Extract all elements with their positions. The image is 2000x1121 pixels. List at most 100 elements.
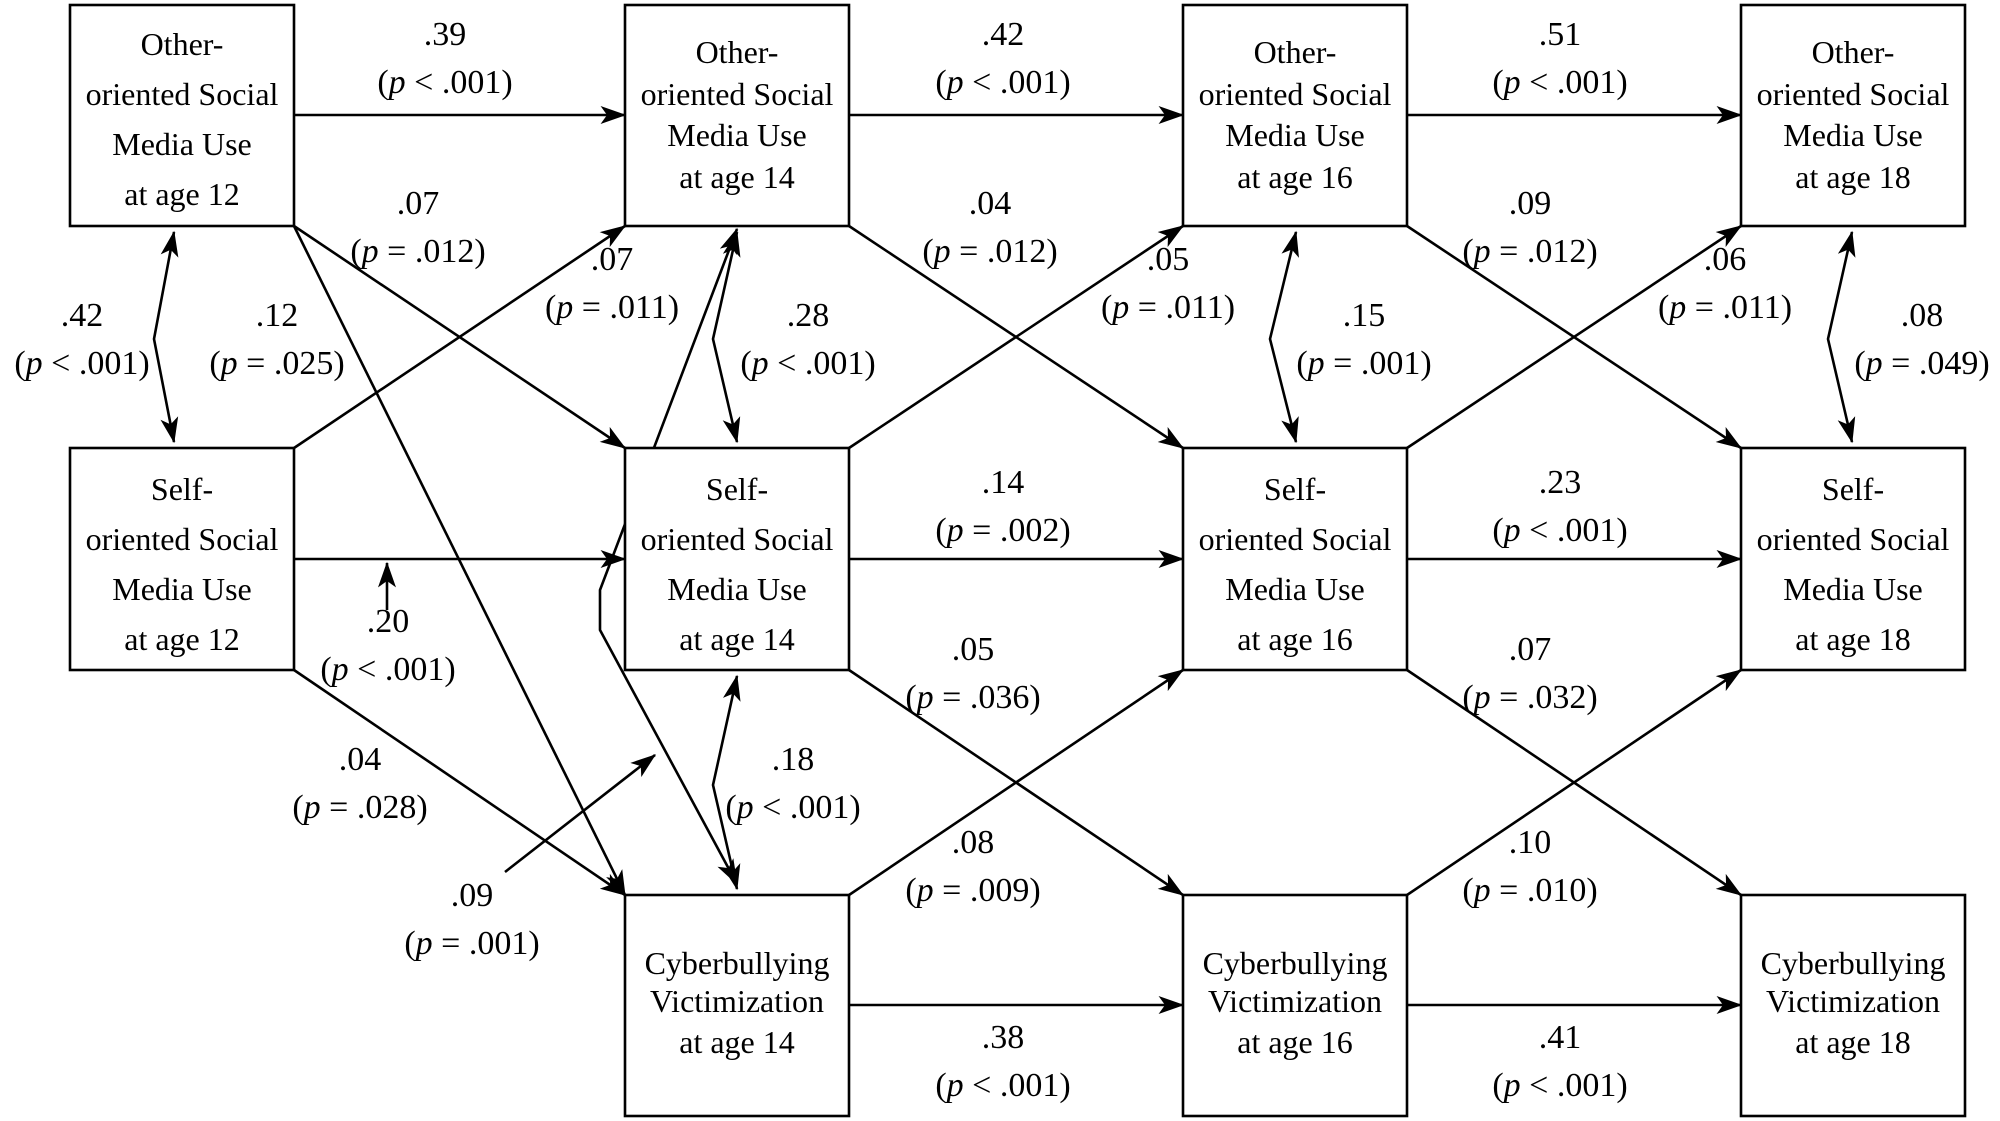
p-symbol: p: [414, 925, 433, 962]
p-value: = .011): [573, 289, 679, 326]
svg-text:(p = .049): (p = .049): [1854, 345, 1989, 382]
node-line: Victimization: [1766, 983, 1940, 1019]
p-value: = .012): [951, 233, 1058, 270]
p-symbol: p: [1472, 872, 1491, 909]
node-cyberbullying-age14: Cyberbullying Victimization at age 14: [623, 893, 851, 1118]
node-other-oriented-age18: Other- oriented Social Media Use at age …: [1739, 3, 1967, 228]
coef-value: .08: [952, 824, 995, 861]
svg-text:(p < .001): (p < .001): [377, 64, 512, 101]
node-line: Media Use: [667, 571, 807, 607]
svg-text:Self-: Self-: [151, 471, 213, 507]
node-line: oriented Social: [1199, 76, 1392, 112]
path-cyber16-self18: [1406, 668, 1743, 897]
node-line: oriented Social: [86, 76, 279, 112]
svg-text:(p = .012): (p = .012): [1462, 233, 1597, 270]
svg-text:at age 18: at age 18: [1795, 159, 1911, 195]
svg-text:(p = .036): (p = .036): [905, 679, 1040, 716]
node-line: Cyberbullying: [645, 945, 830, 981]
p-value: = .001): [1325, 345, 1432, 382]
label-cyber14-self16: .08 (p = .009): [905, 824, 1040, 909]
coef-value: .04: [969, 185, 1012, 222]
p-value: = .012): [379, 233, 486, 270]
svg-text:Other-: Other-: [696, 34, 779, 70]
coef-value: .07: [397, 185, 440, 222]
p-value: = .049): [1883, 345, 1990, 382]
svg-text:(p = .009): (p = .009): [905, 872, 1040, 909]
cov-self14-cyber14: [711, 674, 741, 891]
node-line: oriented Social: [1757, 521, 1950, 557]
svg-text:Victimization: Victimization: [650, 983, 824, 1019]
coef-value: .05: [1147, 241, 1190, 278]
path-other12-cyber14: [292, 225, 627, 897]
coef-value: .39: [424, 16, 467, 53]
p-value: = .011): [1129, 289, 1235, 326]
path-self16-other18: [1406, 224, 1743, 450]
label-self14-other16: .05 (p = .011): [1101, 241, 1235, 326]
svg-text:Self-: Self-: [706, 471, 768, 507]
svg-text:(p < .001): (p < .001): [1492, 64, 1627, 101]
svg-text:oriented Social: oriented Social: [86, 76, 279, 112]
p-value: < .001): [964, 64, 1071, 101]
path-cyber14-self16: [848, 668, 1185, 897]
coef-value: .38: [982, 1019, 1025, 1056]
node-line: at age 18: [1795, 621, 1911, 657]
node-line: Cyberbullying: [1203, 945, 1388, 981]
label-cov-other16-self16: .15 (p = .001): [1296, 297, 1431, 382]
node-line: Media Use: [1225, 571, 1365, 607]
coef-value: .18: [772, 741, 815, 778]
path-self14-other16: [848, 224, 1185, 450]
p-symbol: p: [1472, 679, 1491, 716]
node-line: Media Use: [667, 117, 807, 153]
p-symbol: p: [945, 64, 964, 101]
label-cyber14-other14: .09 (p = .001): [404, 877, 539, 962]
label-cov-other12-self12: .42 (p < .001): [14, 297, 149, 382]
label-cov-self14-cyber14: .18 (p < .001): [725, 741, 860, 826]
label-self16-cyber18: .07 (p = .032): [1462, 631, 1597, 716]
node-line: oriented Social: [86, 521, 279, 557]
coef-value: .15: [1343, 297, 1386, 334]
coef-value: .09: [1509, 185, 1552, 222]
node-other-oriented-age12: Other- oriented Social Media Use at age …: [68, 3, 296, 228]
node-line: oriented Social: [641, 76, 834, 112]
svg-text:(p = .011): (p = .011): [545, 289, 679, 326]
p-symbol: p: [945, 1067, 964, 1104]
svg-text:Media Use: Media Use: [1783, 571, 1923, 607]
node-line: oriented Social: [641, 521, 834, 557]
label-other16-other18: .51 (p < .001): [1492, 16, 1627, 101]
label-other12-cyber14: .12 (p = .025): [209, 297, 344, 382]
label-other12-other14: .39 (p < .001): [377, 16, 512, 101]
label-self14-self16: .14 (p = .002): [935, 464, 1070, 549]
coef-value: .10: [1509, 824, 1552, 861]
label-cyber16-self18: .10 (p = .010): [1462, 824, 1597, 909]
node-cyberbullying-age18: Cyberbullying Victimization at age 18: [1739, 893, 1967, 1118]
p-value: = .010): [1491, 872, 1598, 909]
p-symbol: p: [750, 345, 769, 382]
svg-text:(p = .025): (p = .025): [209, 345, 344, 382]
p-symbol: p: [735, 789, 754, 826]
cov-other18-self18: [1826, 230, 1856, 444]
svg-text:Self-: Self-: [1264, 471, 1326, 507]
node-line: Other-: [696, 34, 779, 70]
coef-value: .14: [982, 464, 1025, 501]
svg-text:at age 12: at age 12: [124, 621, 240, 657]
svg-text:at age 12: at age 12: [124, 176, 240, 212]
p-value: = .001): [433, 925, 540, 962]
node-line: Self-: [706, 471, 768, 507]
node-line: at age 12: [124, 176, 240, 212]
svg-text:Media Use: Media Use: [667, 571, 807, 607]
svg-text:at age 18: at age 18: [1795, 621, 1911, 657]
svg-text:at age 14: at age 14: [679, 621, 795, 657]
p-value: < .001): [1521, 64, 1628, 101]
svg-text:at age 16: at age 16: [1237, 1024, 1353, 1060]
node-line: at age 16: [1237, 159, 1353, 195]
label-cov-other18-self18: .08 (p = .049): [1854, 297, 1989, 382]
p-value: = .025): [238, 345, 345, 382]
label-other16-self18: .09 (p = .012): [1462, 185, 1597, 270]
p-value: = .009): [934, 872, 1041, 909]
coef-value: .42: [982, 16, 1025, 53]
node-line: at age 16: [1237, 621, 1353, 657]
p-symbol: p: [915, 679, 934, 716]
node-line: Other-: [141, 26, 224, 62]
node-line: Cyberbullying: [1761, 945, 1946, 981]
